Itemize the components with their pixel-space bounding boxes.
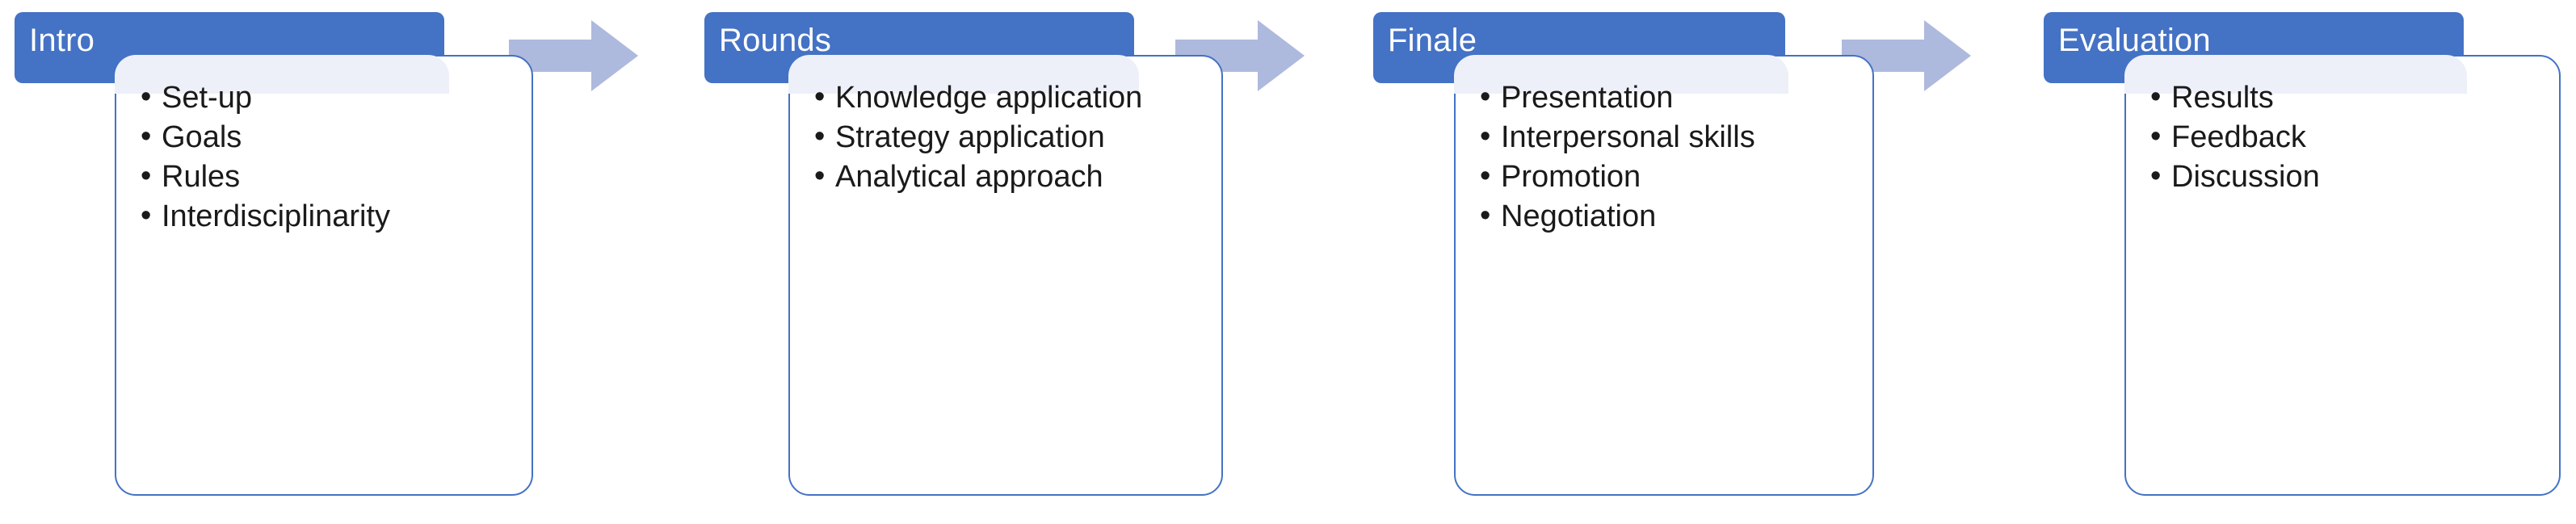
- right-chevron-arrow-icon: [1842, 20, 1971, 91]
- list-item: Goals: [141, 118, 520, 157]
- list-item: Strategy application: [814, 118, 1210, 157]
- list-item: Promotion: [1480, 157, 1861, 196]
- list-item: Analytical approach: [814, 157, 1210, 196]
- process-stage-rounds: Rounds Knowledge application Strategy ap…: [704, 0, 1223, 524]
- stage-card-intro[interactable]: Set-up Goals Rules Interdisciplinarity: [115, 55, 533, 496]
- list-item: Interdisciplinarity: [141, 197, 520, 236]
- list-item: Discussion: [2150, 157, 2548, 196]
- list-item: Knowledge application: [814, 78, 1210, 117]
- stage-card-rounds[interactable]: Knowledge application Strategy applicati…: [788, 55, 1223, 496]
- process-stage-intro: Intro Set-up Goals Rules Interdisciplina…: [15, 0, 533, 524]
- stage-header-label: Intro: [29, 23, 95, 58]
- list-item: Negotiation: [1480, 197, 1861, 236]
- stage-header-label: Rounds: [719, 23, 832, 58]
- stage-header-label: Finale: [1388, 23, 1477, 58]
- list-item: Feedback: [2150, 118, 2548, 157]
- stage-card-evaluation[interactable]: Results Feedback Discussion: [2124, 55, 2561, 496]
- process-stage-evaluation: Evaluation Results Feedback Discussion: [2044, 0, 2576, 524]
- list-item: Rules: [141, 157, 520, 196]
- right-chevron-arrow-icon: [1175, 20, 1305, 91]
- stage-bullet-list-intro: Set-up Goals Rules Interdisciplinarity: [116, 57, 532, 236]
- list-item: Results: [2150, 78, 2548, 117]
- process-stage-finale: Finale Presentation Interpersonal skills…: [1373, 0, 1874, 524]
- arrow-rounds-to-finale: [1175, 20, 1305, 91]
- stage-bullet-list-rounds: Knowledge application Strategy applicati…: [790, 57, 1221, 196]
- list-item: Interpersonal skills: [1480, 118, 1861, 157]
- list-item: Set-up: [141, 78, 520, 117]
- arrow-intro-to-rounds: [509, 20, 638, 91]
- stage-card-finale[interactable]: Presentation Interpersonal skills Promot…: [1454, 55, 1874, 496]
- stage-bullet-list-evaluation: Results Feedback Discussion: [2126, 57, 2559, 196]
- arrow-finale-to-evaluation: [1842, 20, 1971, 91]
- stage-header-label: Evaluation: [2058, 23, 2211, 58]
- stage-bullet-list-finale: Presentation Interpersonal skills Promot…: [1456, 57, 1872, 236]
- right-chevron-arrow-icon: [509, 20, 638, 91]
- list-item: Presentation: [1480, 78, 1861, 117]
